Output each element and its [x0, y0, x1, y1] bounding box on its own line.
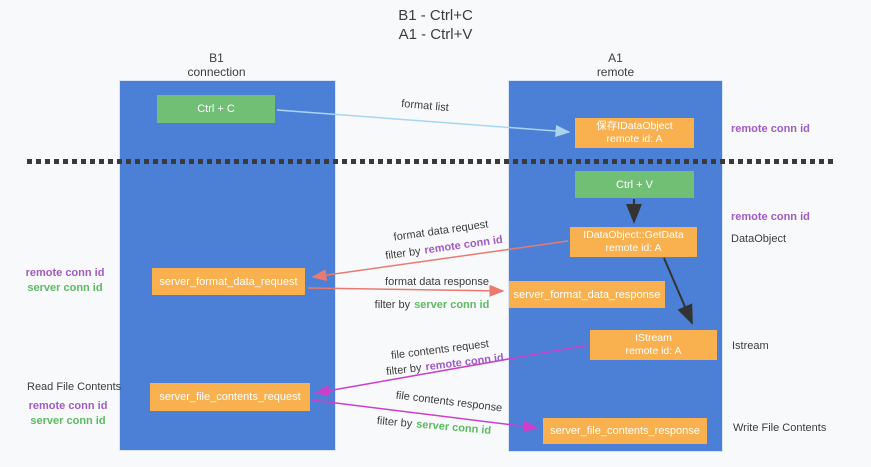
left-remote-conn-id-bottom: remote conn id: [28, 400, 108, 412]
write-file-contents-label: Write File Contents: [733, 422, 827, 434]
column-header-b1: B1 connection: [119, 51, 314, 79]
idataobject-getdata-box: IDataObject::GetData remote id: A: [570, 227, 697, 257]
diagram-title: B1 - Ctrl+C A1 - Ctrl+V: [0, 6, 871, 44]
clipboard-boundary-dashed-line: [27, 159, 833, 164]
left-remote-conn-id-top: remote conn id: [25, 267, 105, 279]
ctrl-v-box: Ctrl + V: [575, 171, 694, 198]
server-file-contents-request-box: server_file_contents_request: [150, 383, 310, 411]
server-conn-id-text: server conn id: [414, 299, 490, 311]
server-format-data-response-box: server_format_data_response: [509, 281, 665, 308]
server-format-data-request-label: server_format_data_request: [159, 275, 298, 288]
left-conn-ids-top: remote conn id server conn id: [20, 266, 110, 296]
read-file-contents-label: Read File Contents: [27, 381, 122, 393]
format-list-label: format list: [400, 97, 450, 115]
save-idataobject-box: 保存IDataObject remote id: A: [575, 118, 694, 148]
dataobject-label: DataObject: [731, 233, 787, 245]
ctrl-c-label: Ctrl + C: [197, 103, 235, 115]
column-a1-role: remote: [596, 65, 635, 79]
right-remote-conn-id-top: remote conn id: [731, 123, 810, 135]
istream-box: IStream remote id: A: [590, 330, 717, 360]
filter-by-text: filter by: [374, 299, 411, 311]
server-file-contents-response-box: server_file_contents_response: [543, 418, 707, 444]
column-a1-name: A1: [608, 51, 623, 65]
filter-by-text: filter by: [376, 415, 413, 431]
left-server-conn-id-top: server conn id: [27, 282, 103, 294]
title-line-1: B1 - Ctrl+C: [398, 7, 473, 24]
format-data-response-label: format data response: [385, 276, 489, 288]
ctrl-c-box: Ctrl + C: [157, 95, 275, 123]
server-format-data-request-box: server_format_data_request: [152, 268, 305, 295]
getdata-line1: IDataObject::GetData: [583, 229, 684, 241]
ctrl-v-label: Ctrl + V: [616, 178, 653, 191]
server-file-contents-request-label: server_file_contents_request: [159, 391, 301, 403]
left-conn-ids-bottom: remote conn id server conn id: [22, 399, 114, 429]
istream-line1: IStream: [635, 332, 672, 344]
istream-line2: remote id: A: [625, 345, 682, 357]
filter-by-text: filter by: [384, 245, 422, 263]
save-idataobject-line2: remote id: A: [606, 133, 663, 145]
file-contents-response-label: file contents response: [395, 389, 503, 415]
column-header-a1: A1 remote: [508, 51, 723, 79]
istream-side-label: Istream: [732, 340, 769, 352]
column-b1-name: B1: [209, 51, 224, 65]
format-data-response-arrow: [307, 284, 505, 297]
title-line-2: A1 - Ctrl+V: [398, 26, 473, 43]
filter-by-text: filter by: [385, 361, 423, 379]
save-idataobject-line1: 保存IDataObject: [596, 120, 673, 132]
server-file-contents-response-label: server_file_contents_response: [550, 425, 700, 437]
server-conn-id-text: server conn id: [415, 418, 492, 437]
server-format-data-response-label: server_format_data_response: [513, 288, 661, 301]
right-remote-conn-id-mid: remote conn id: [731, 211, 810, 223]
left-server-conn-id-bottom: server conn id: [30, 415, 106, 427]
getdata-line2: remote id: A: [605, 242, 662, 254]
column-b1-role: connection: [187, 65, 246, 79]
